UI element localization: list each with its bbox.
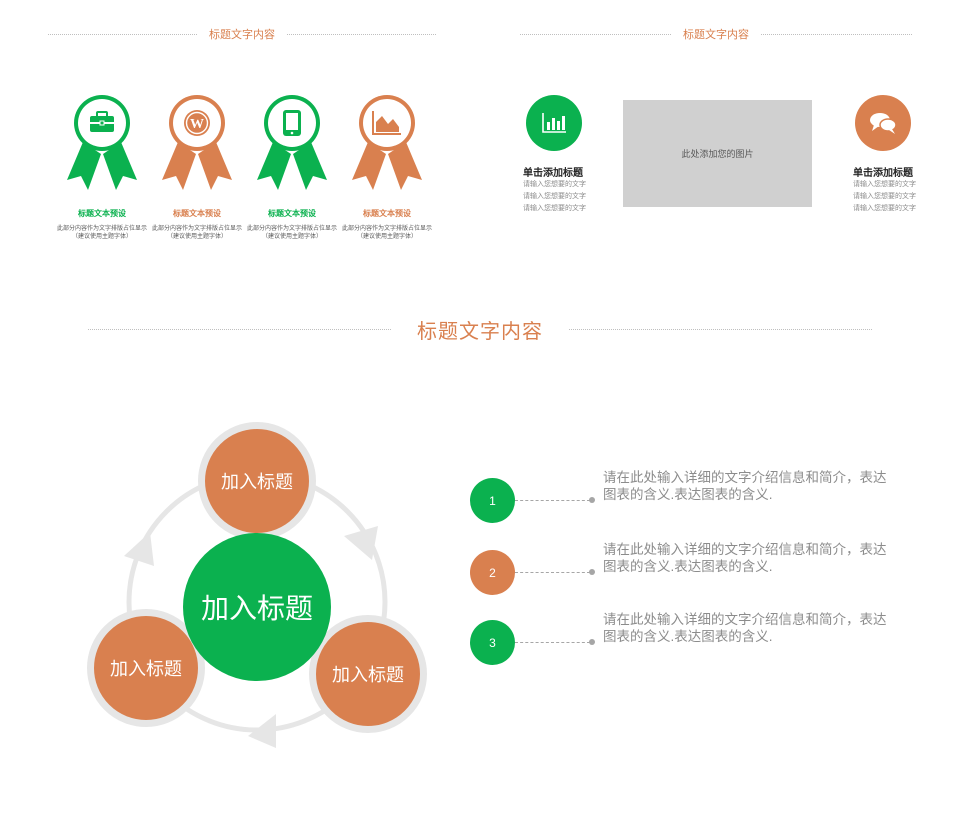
title-rule-left <box>48 33 197 35</box>
step-1-dot <box>589 497 595 503</box>
medal-desc-2-line1: 此部分内容作为文字排版占位显示 <box>151 226 242 232</box>
step-1: 1 请在此处输入详细的文字介绍信息和简介，表达图表的含义.表达图表的含义. <box>470 470 890 524</box>
cycle-node-right-label: 加入标题 <box>332 665 404 685</box>
medal-area-chart <box>352 95 422 190</box>
step-2-number: 2 <box>470 550 515 595</box>
tablet-icon <box>283 110 301 136</box>
top-left-title-line: 标题文字内容 <box>48 27 436 41</box>
medal-desc-1: 此部分内容作为文字排版占位显示 （建议使用主题字体） <box>50 225 154 241</box>
medal-label-1: 标题文本预设 <box>78 209 126 218</box>
right-block-title[interactable]: 单击添加标题 <box>853 168 913 179</box>
medal-label-3: 标题文本预设 <box>268 209 316 218</box>
wordpress-icon: W <box>184 110 210 136</box>
step-3-connector <box>515 642 590 643</box>
bar-chart-badge <box>526 95 582 151</box>
bar-chart-icon <box>542 113 566 133</box>
bottom-title-line: 标题文字内容 <box>88 316 872 343</box>
cycle-node-center-label: 加入标题 <box>200 593 313 624</box>
step-1-number: 1 <box>470 478 515 523</box>
top-right-title-line: 标题文字内容 <box>520 27 912 41</box>
svg-text:W: W <box>190 117 204 132</box>
cycle-arrow-bottom <box>248 714 276 748</box>
image-placeholder[interactable]: 此处添加您的图片 <box>623 100 812 207</box>
right-block-line-3: 请输入您想要的文字 <box>853 205 916 212</box>
cycle-node-right[interactable]: 加入标题 <box>309 615 427 733</box>
title-rule-right <box>761 33 912 35</box>
cycle-node-center[interactable]: 加入标题 <box>183 533 331 681</box>
right-block-line-1: 请输入您想要的文字 <box>853 181 916 188</box>
medal-label-4: 标题文本预设 <box>363 209 411 218</box>
step-2-dot <box>589 569 595 575</box>
right-block-line-2: 请输入您想要的文字 <box>853 193 916 200</box>
step-3-dot <box>589 639 595 645</box>
step-3-number: 3 <box>470 620 515 665</box>
step-2-connector <box>515 572 590 573</box>
briefcase-icon <box>90 111 114 132</box>
medal-desc-4-line2: （建议使用主题字体） <box>356 234 417 240</box>
area-chart-icon <box>372 111 401 135</box>
medal-desc-2: 此部分内容作为文字排版占位显示 （建议使用主题字体） <box>145 225 249 241</box>
medal-briefcase <box>67 95 137 190</box>
left-block-line-2: 请输入您想要的文字 <box>523 193 586 200</box>
medal-tablet <box>257 95 327 190</box>
step-1-connector <box>515 500 590 501</box>
chat-badge <box>855 95 911 151</box>
medal-label-2: 标题文本预设 <box>173 209 221 218</box>
step-3-text[interactable]: 请在此处输入详细的文字介绍信息和简介，表达图表的含义.表达图表的含义. <box>603 612 887 644</box>
top-left-title: 标题文字内容 <box>209 29 275 41</box>
cycle-node-left-label: 加入标题 <box>110 659 182 679</box>
medal-desc-3-line1: 此部分内容作为文字排版占位显示 <box>246 226 337 232</box>
medal-wordpress: W <box>162 95 232 190</box>
title-rule-left <box>520 33 671 35</box>
medal-desc-4: 此部分内容作为文字排版占位显示 （建议使用主题字体） <box>335 225 439 241</box>
medal-desc-1-line2: （建议使用主题字体） <box>71 234 132 240</box>
title-rule-right <box>569 328 872 330</box>
cycle-arrow-right <box>344 526 378 560</box>
step-3: 3 请在此处输入详细的文字介绍信息和简介，表达图表的含义.表达图表的含义. <box>470 612 890 666</box>
right-block-lines: 请输入您想要的文字 请输入您想要的文字 请输入您想要的文字 <box>853 179 916 215</box>
bottom-title: 标题文字内容 <box>417 320 543 343</box>
step-2-text[interactable]: 请在此处输入详细的文字介绍信息和简介，表达图表的含义.表达图表的含义. <box>603 542 887 574</box>
medal-desc-3: 此部分内容作为文字排版占位显示 （建议使用主题字体） <box>240 225 344 241</box>
cycle-node-top-label: 加入标题 <box>221 472 293 492</box>
title-rule-left <box>88 328 391 330</box>
left-block-line-3: 请输入您想要的文字 <box>523 205 586 212</box>
cycle-node-top[interactable]: 加入标题 <box>198 422 316 540</box>
cycle-arrow-left <box>124 532 154 566</box>
left-block-title[interactable]: 单击添加标题 <box>523 168 583 179</box>
title-rule-right <box>287 33 436 35</box>
medal-desc-3-line2: （建议使用主题字体） <box>261 234 322 240</box>
medal-desc-1-line1: 此部分内容作为文字排版占位显示 <box>56 226 147 232</box>
medal-desc-2-line2: （建议使用主题字体） <box>166 234 227 240</box>
left-block-lines: 请输入您想要的文字 请输入您想要的文字 请输入您想要的文字 <box>523 179 586 215</box>
step-2: 2 请在此处输入详细的文字介绍信息和简介，表达图表的含义.表达图表的含义. <box>470 542 890 596</box>
step-1-text[interactable]: 请在此处输入详细的文字介绍信息和简介，表达图表的含义.表达图表的含义. <box>603 470 887 502</box>
left-block-line-1: 请输入您想要的文字 <box>523 181 586 188</box>
medal-desc-4-line1: 此部分内容作为文字排版占位显示 <box>341 226 432 232</box>
top-right-title: 标题文字内容 <box>683 29 749 41</box>
chat-bubbles-icon <box>870 113 897 134</box>
